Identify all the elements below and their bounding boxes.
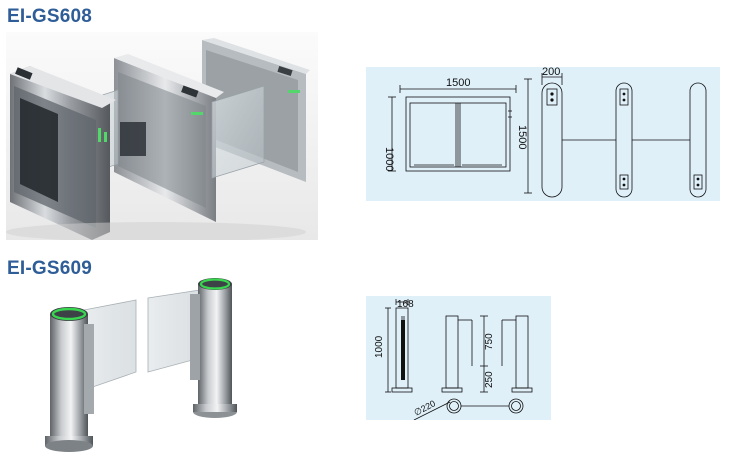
dim-post-diameter-label: 168 [397,299,414,310]
dim-width-label: 1500 [446,77,470,89]
dim-upper-label: 750 [484,333,495,350]
dim-lower-label: 250 [484,371,495,388]
technical-drawing-gs609: 168 1000 750 250 ∅220 [366,296,551,420]
model-title-gs609: EI-GS609 [7,258,93,279]
dim-height-label: 1000 [383,147,395,171]
technical-drawing-gs608: 1500 1000 1500 200 [366,67,720,201]
product-photo-gs608 [6,32,318,240]
dim-height-label-2: 1000 [374,335,385,358]
model-title-gs608: EI-GS608 [7,6,93,27]
dim-depth-label: 1500 [516,125,528,149]
product-photo-gs609 [45,278,237,452]
dim-post-width-label: 200 [542,67,560,78]
